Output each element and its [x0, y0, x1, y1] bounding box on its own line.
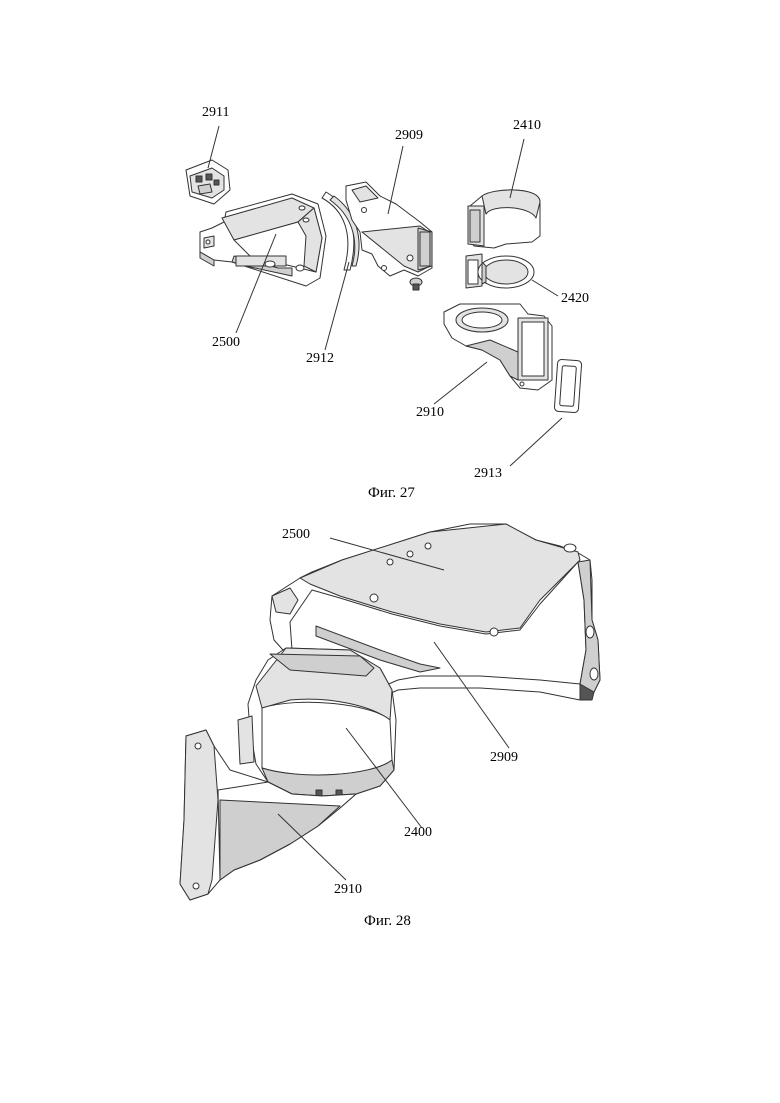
ref-label-2911: 2911: [202, 106, 229, 120]
ref-label-2500: 2500: [282, 528, 310, 542]
ref-label-2420: 2420: [561, 292, 589, 306]
figure-28-caption: Фиг. 28: [364, 913, 411, 930]
ref-label-2410: 2410: [513, 119, 541, 133]
ref-label-2909: 2909: [395, 129, 423, 143]
ref-label-2912: 2912: [306, 352, 334, 366]
ref-label-2910: 2910: [334, 883, 362, 897]
ref-label-2500: 2500: [212, 336, 240, 350]
ref-label-2910: 2910: [416, 406, 444, 420]
ref-label-2400: 2400: [404, 826, 432, 840]
ref-label-2909: 2909: [490, 751, 518, 765]
figure-27-caption: Фиг. 27: [368, 485, 415, 502]
ref-label-2913: 2913: [474, 467, 502, 481]
assembly-2400-fan: [238, 648, 396, 802]
